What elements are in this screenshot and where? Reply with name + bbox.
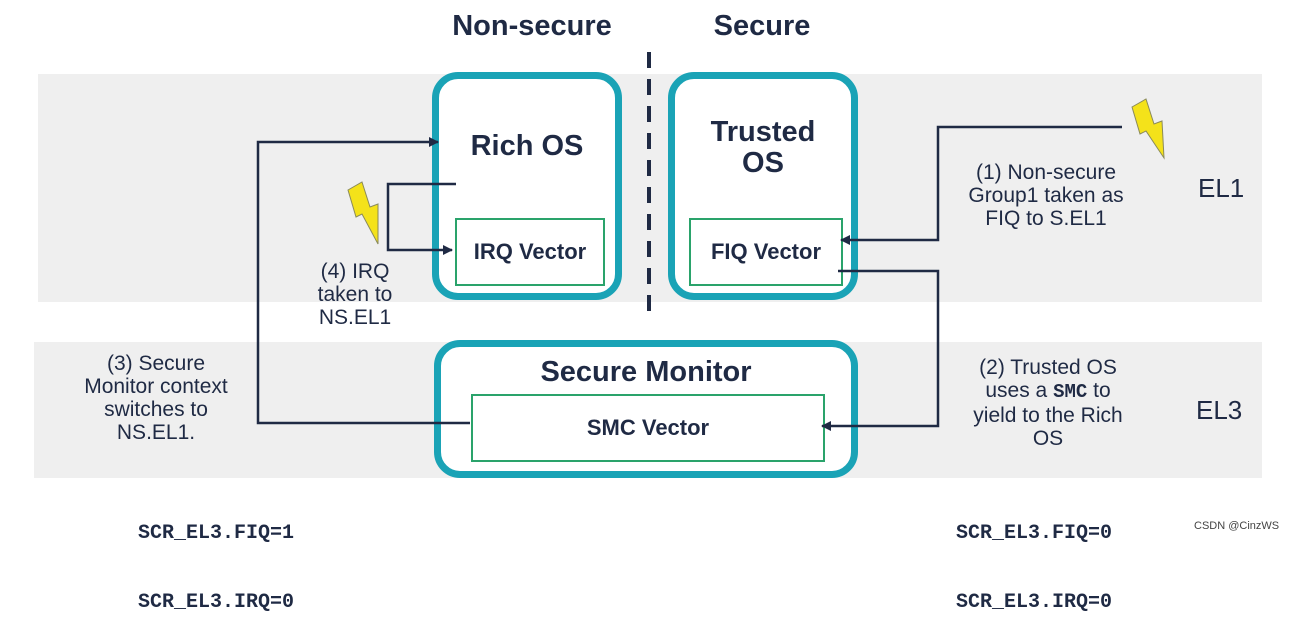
trusted-os-box: Trusted OS FIQ Vector — [668, 72, 858, 300]
trusted-os-title-line1: Trusted — [710, 116, 816, 148]
arrow-step3 — [256, 137, 470, 425]
note-step4-line2: taken to — [317, 283, 393, 306]
secure-monitor-box: Secure Monitor SMC Vector — [434, 340, 858, 478]
arrow-step4 — [386, 182, 456, 255]
non-secure-heading: Non-secure — [452, 10, 612, 42]
irq-vector: IRQ Vector — [455, 218, 605, 286]
note-step2-line1: (2) Trusted OS — [979, 356, 1117, 379]
reg-right-fiq: SCR_EL3.FIQ=0 — [956, 522, 1113, 545]
note-step1: (1) Non-secure Group1 taken as FIQ to S.… — [948, 161, 1144, 230]
note-step4: (4) IRQ taken to NS.EL1 — [290, 260, 420, 329]
registers-left: SCR_EL3.FIQ=1 SCR_EL3.IRQ=0 — [138, 476, 294, 637]
note-step1-line2: Group1 taken as — [968, 184, 1124, 207]
note-step2-post: to — [1087, 379, 1111, 402]
rich-os-title: Rich OS — [470, 130, 584, 162]
rich-os-box: Rich OS IRQ Vector — [432, 72, 622, 300]
note-step2-line3: yield to the Rich — [973, 404, 1123, 427]
note-step3-line4: NS.EL1. — [116, 421, 196, 444]
note-step3-line3: switches to — [104, 398, 208, 421]
trusted-os-title-line2: OS — [742, 147, 784, 179]
reg-left-fiq: SCR_EL3.FIQ=1 — [138, 522, 295, 545]
lightning-right-icon — [1131, 98, 1165, 160]
connector-arrows — [256, 52, 1165, 431]
fiq-vector: FIQ Vector — [689, 218, 843, 286]
el1-label: EL1 — [1198, 173, 1245, 203]
note-step3: (3) Secure Monitor context switches to N… — [56, 352, 256, 444]
registers-right: SCR_EL3.FIQ=0 SCR_EL3.IRQ=0 — [956, 476, 1112, 637]
note-step4-line1: (4) IRQ — [320, 260, 390, 283]
lightning-left-icon — [347, 181, 379, 245]
note-step2-line2: uses a SMC to — [948, 379, 1148, 404]
trusted-os-title: Trusted OS — [675, 117, 851, 179]
secure-heading: Secure — [713, 10, 811, 42]
el3-label: EL3 — [1196, 395, 1243, 425]
note-step2-line4: OS — [1032, 427, 1064, 450]
note-step2-pre: uses a — [985, 379, 1054, 402]
note-step1-line3: FIQ to S.EL1 — [985, 207, 1107, 230]
reg-left-irq: SCR_EL3.IRQ=0 — [138, 591, 295, 614]
reg-right-irq: SCR_EL3.IRQ=0 — [956, 591, 1113, 614]
arrow-step2 — [821, 269, 940, 431]
watermark: CSDN @CinzWS — [1194, 520, 1280, 532]
smc-vector: SMC Vector — [471, 394, 825, 462]
note-step4-line3: NS.EL1 — [318, 306, 392, 329]
note-step3-line1: (3) Secure — [106, 352, 206, 375]
secure-monitor-title: Secure Monitor — [540, 356, 752, 388]
arrow-step1 — [840, 125, 1122, 245]
smc-keyword: SMC — [1053, 381, 1088, 403]
note-step1-line1: (1) Non-secure — [975, 161, 1117, 184]
note-step3-line2: Monitor context — [84, 375, 228, 398]
note-step2: (2) Trusted OS uses a SMC to yield to th… — [948, 356, 1148, 450]
